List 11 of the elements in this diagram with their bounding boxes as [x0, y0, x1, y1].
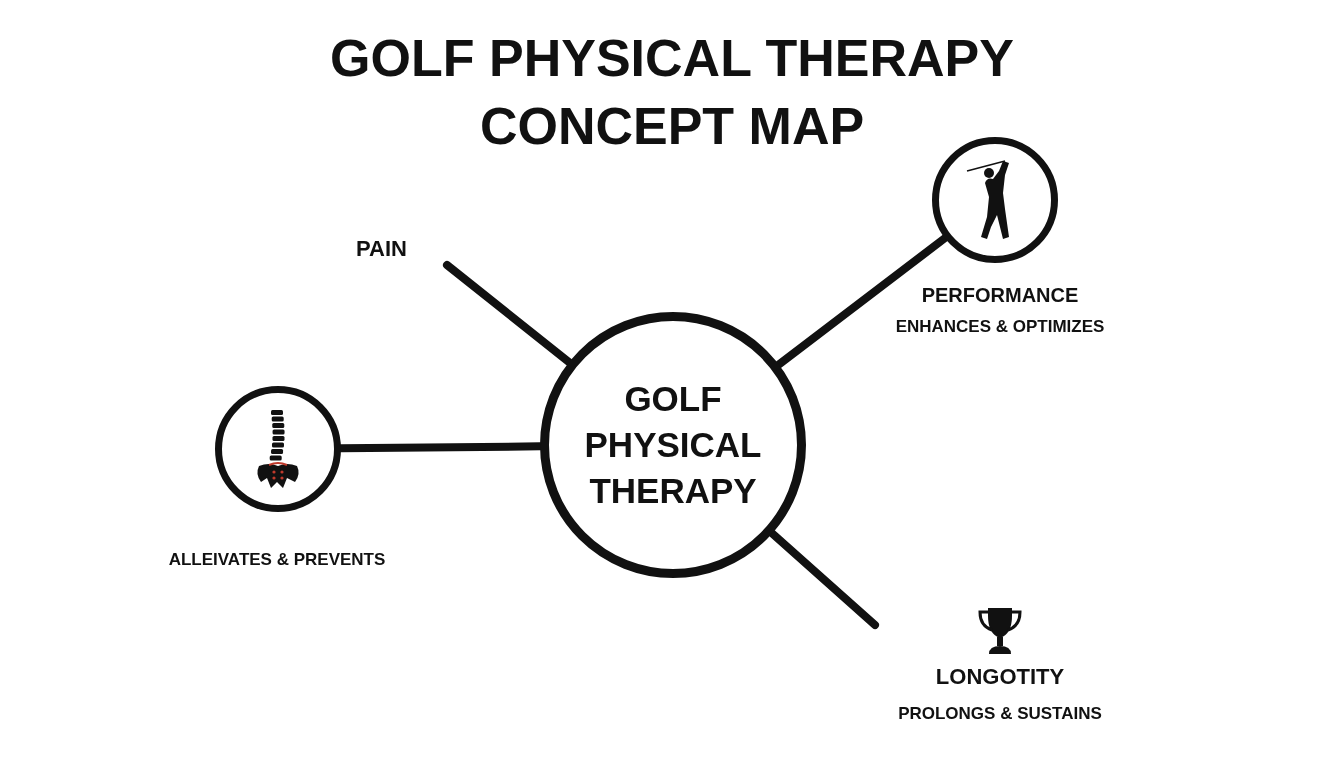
concept-description: ENHANCES & OPTIMIZES — [895, 317, 1105, 337]
central-concept-text: GOLF PHYSICAL THERAPY — [583, 378, 763, 512]
concept-label: PERFORMANCE — [921, 284, 1079, 307]
diagram-title: GOLF PHYSICAL THERAPY CONCEPT MAP — [329, 28, 1015, 157]
connector-line — [774, 234, 949, 369]
concept-label: LONGOTITY — [935, 663, 1065, 691]
concept-description: ALLEIVATES & PREVENTS — [168, 550, 386, 570]
concept-description: PROLONGS & SUSTAINS — [898, 703, 1102, 725]
concept-label: PAIN — [356, 234, 407, 264]
connector-line — [768, 529, 879, 629]
connector-line — [443, 261, 573, 367]
